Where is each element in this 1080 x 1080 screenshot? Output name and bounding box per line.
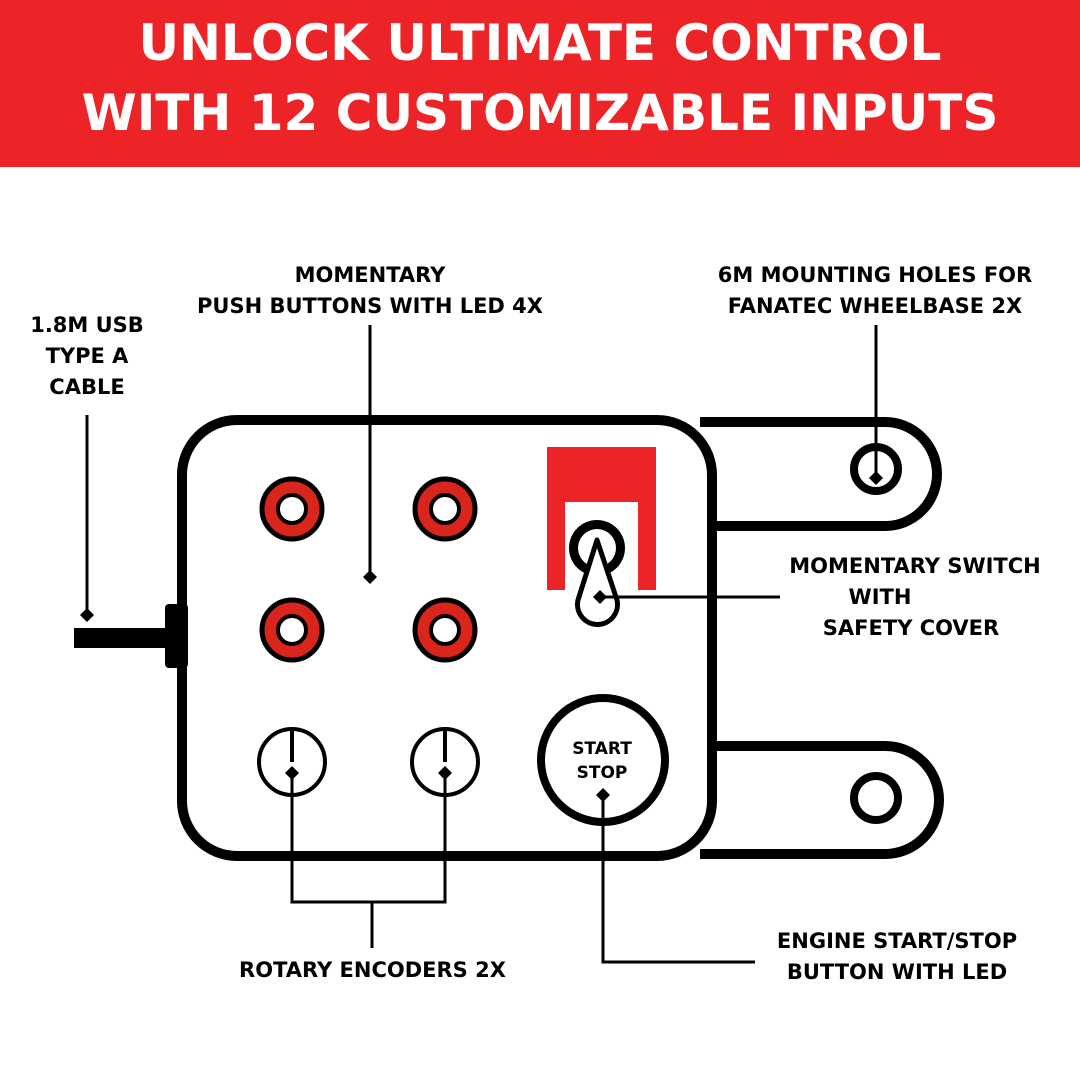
stop-label: STOP xyxy=(577,763,628,783)
label-rotary-encoders: ROTARY ENCODERS 2X xyxy=(239,958,506,982)
label-line: PUSH BUTTONS WITH LED 4X xyxy=(197,294,543,318)
label-line: MOMENTARY xyxy=(294,263,446,287)
safety-cover xyxy=(547,447,656,590)
title-line-2: WITH 12 CUSTOMIZABLE INPUTS xyxy=(81,84,999,142)
label-line: ENGINE START/STOP xyxy=(776,929,1018,953)
title-banner: UNLOCK ULTIMATE CONTROL WITH 12 CUSTOMIZ… xyxy=(0,0,1080,167)
mount-bracket-bottom xyxy=(700,741,944,859)
label-mounting-holes: 6M MOUNTING HOLES FOR FANATEC WHEELBASE … xyxy=(690,260,1060,322)
label-line: 1.8M USB xyxy=(30,313,144,337)
rotary-encoders xyxy=(257,727,480,797)
label-engine-start-stop: ENGINE START/STOP BUTTON WITH LED xyxy=(752,926,1042,988)
label-momentary-switch: MOMENTARY SWITCH WITH SAFETY COVER xyxy=(775,551,1055,644)
label-usb-cable: 1.8M USB TYPE A CABLE xyxy=(17,310,157,403)
label-line: 6M MOUNTING HOLES FOR xyxy=(717,263,1033,287)
toggle-switch xyxy=(569,520,625,627)
marker-diamonds xyxy=(80,471,883,802)
push-button xyxy=(259,597,325,663)
title-line-1: UNLOCK ULTIMATE CONTROL xyxy=(138,14,942,72)
start-label: START xyxy=(572,739,632,759)
mount-bracket-top xyxy=(700,417,942,531)
label-line: MOMENTARY SWITCH xyxy=(789,554,1041,578)
push-buttons xyxy=(259,476,478,663)
label-push-buttons: MOMENTARY PUSH BUTTONS WITH LED 4X xyxy=(170,260,570,322)
usb-connector xyxy=(165,604,188,668)
label-line: TYPE A xyxy=(45,344,129,368)
label-line: WITH xyxy=(848,585,912,609)
mounting-hole-bottom xyxy=(850,772,902,824)
label-line: CABLE xyxy=(49,375,125,399)
label-line: SAFETY COVER xyxy=(822,616,1000,640)
label-line: FANATEC WHEELBASE 2X xyxy=(727,294,1023,318)
push-button xyxy=(412,597,478,663)
leader-lines xyxy=(85,325,878,964)
label-line: BUTTON WITH LED xyxy=(786,960,1008,984)
usb-cable xyxy=(74,628,170,648)
push-button xyxy=(259,476,325,542)
push-button xyxy=(412,476,478,542)
